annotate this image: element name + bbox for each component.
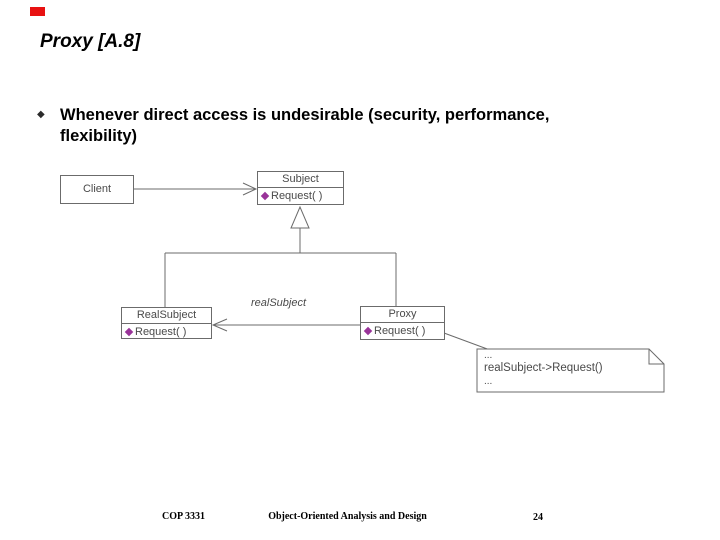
bullet-diamond-icon: ◆	[37, 109, 45, 120]
method-row: Request( )	[361, 323, 444, 339]
method-label: Request( )	[135, 326, 187, 338]
class-name-client: Client	[82, 183, 112, 195]
method-label: Request( )	[271, 190, 323, 202]
slide-title: Proxy [A.8]	[40, 31, 141, 52]
note-anchor-line	[443, 332, 491, 351]
method-diamond-icon	[124, 327, 134, 337]
method-diamond-icon	[260, 191, 270, 201]
open-arrowhead-right-icon	[242, 182, 258, 196]
class-name-realsubject: RealSubject	[122, 308, 211, 324]
generalization-triangle-icon	[290, 205, 310, 229]
note-line-1: ...	[484, 350, 493, 361]
class-name-proxy: Proxy	[361, 307, 444, 323]
bullet-text: Whenever direct access is undesirable (s…	[60, 105, 549, 147]
method-row: Request( )	[258, 188, 343, 204]
note-line-3: ...	[484, 376, 493, 387]
footer-title: Object-Oriented Analysis and Design	[268, 511, 427, 522]
class-box-realsubject: RealSubject Request( )	[121, 307, 212, 339]
footer-course: COP 3331	[162, 511, 206, 522]
note-text: ... realSubject->Request() ...	[484, 351, 656, 388]
red-marker	[30, 7, 45, 16]
class-name-subject: Subject	[258, 172, 343, 188]
method-diamond-icon	[363, 326, 373, 336]
association-label: realSubject	[251, 297, 307, 309]
method-row: Request( )	[122, 324, 211, 340]
class-box-client: Client	[60, 175, 134, 204]
class-box-proxy: Proxy Request( )	[360, 306, 445, 340]
note-line-2: realSubject->Request()	[484, 362, 603, 374]
bullet-line-2: flexibility)	[60, 127, 138, 145]
class-box-subject: Subject Request( )	[257, 171, 344, 205]
bullet-line-1: Whenever direct access is undesirable (s…	[60, 106, 550, 124]
open-arrowhead-left-icon	[211, 318, 228, 332]
footer-page-number: 24	[533, 512, 543, 523]
method-label: Request( )	[374, 325, 426, 337]
